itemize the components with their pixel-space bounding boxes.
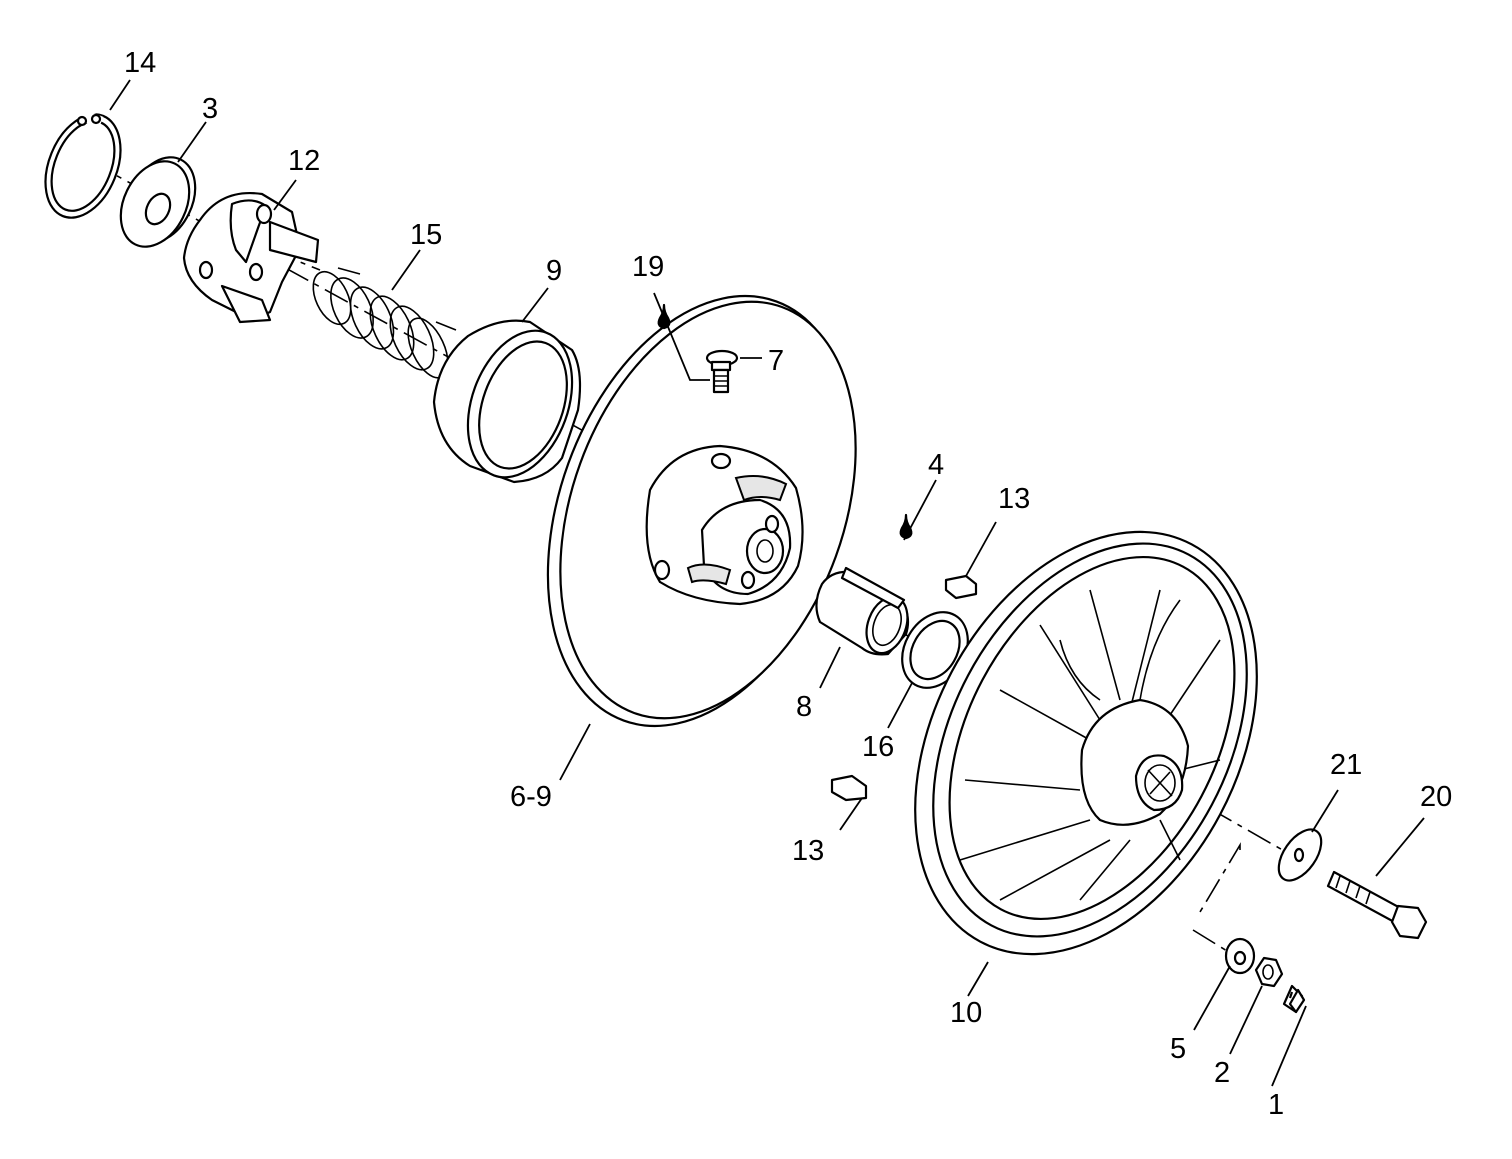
callout-21: 21	[1330, 749, 1362, 781]
leader-lines	[109, 79, 1425, 1087]
callout-9: 9	[546, 255, 562, 287]
callout-3: 3	[202, 93, 218, 125]
nut-part	[1254, 956, 1284, 988]
thrust-washer-part	[901, 611, 969, 689]
callout-13-lower: 13	[792, 835, 824, 867]
washer-part	[119, 156, 197, 248]
callout-4: 4	[928, 449, 944, 481]
bolt-washer-part	[1277, 828, 1323, 882]
cam-part	[182, 192, 320, 324]
callout-16: 16	[862, 731, 894, 763]
callout-labels: 14 3 12 15 9 19 7 4 13 8 16 6-9 13 21 20…	[124, 47, 1452, 1121]
callout-1: 1	[1268, 1089, 1284, 1121]
callout-19: 19	[632, 251, 664, 283]
snap-ring-part	[44, 108, 122, 219]
callout-8: 8	[796, 691, 812, 723]
callout-5: 5	[1170, 1033, 1186, 1065]
movable-sheave-part	[546, 294, 857, 728]
callout-12: 12	[288, 145, 320, 177]
callout-15: 15	[410, 219, 442, 251]
set-screw-part	[1282, 984, 1306, 1014]
bolt-part	[1326, 870, 1428, 940]
callout-2: 2	[1214, 1057, 1230, 1089]
key-part	[830, 774, 868, 802]
callout-13-upper: 13	[998, 483, 1030, 515]
spring-part	[312, 267, 457, 379]
callout-14: 14	[124, 47, 156, 79]
callout-10: 10	[950, 997, 982, 1029]
screw-part	[705, 349, 739, 394]
callout-6-9: 6-9	[510, 781, 552, 813]
sleeve-ring-part	[432, 319, 582, 484]
small-washer-part	[1224, 937, 1256, 975]
callout-20: 20	[1420, 781, 1452, 813]
bushing-part	[815, 566, 910, 656]
callout-7: 7	[768, 345, 784, 377]
key-part	[944, 574, 978, 600]
fixed-sheave-part	[914, 530, 1258, 956]
